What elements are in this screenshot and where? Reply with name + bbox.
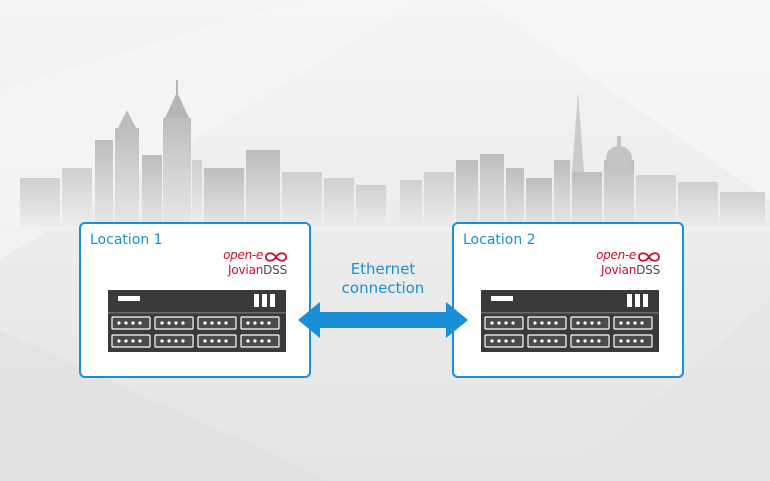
brand-product-text: JovianDSS <box>601 263 660 277</box>
server-rack-icon <box>481 290 659 352</box>
open-e-logo-icon <box>265 252 287 262</box>
jovian-dss-logo: open-e JovianDSS <box>205 248 289 280</box>
location-2-title: Location 2 <box>463 232 536 248</box>
connection-label-line1: Ethernet <box>350 260 416 278</box>
connection-label-line2: connection <box>341 279 425 297</box>
skyline-right <box>400 92 765 230</box>
skyline-left <box>20 80 386 230</box>
brand-open-e-text: open-e <box>223 248 263 262</box>
jovian-dss-logo: open-e JovianDSS <box>578 248 662 280</box>
open-e-logo-icon <box>638 252 660 262</box>
brand-open-e-text: open-e <box>596 248 636 262</box>
location-1-box: Location 1 open-e JovianDSS <box>79 222 311 378</box>
location-2-box: Location 2 open-e JovianDSS <box>452 222 684 378</box>
server-rack-icon <box>108 290 286 352</box>
location-1-title: Location 1 <box>90 232 163 248</box>
brand-product-text: JovianDSS <box>228 263 287 277</box>
double-arrow-icon <box>298 302 468 338</box>
connection-label: Ethernet connection <box>318 260 448 298</box>
